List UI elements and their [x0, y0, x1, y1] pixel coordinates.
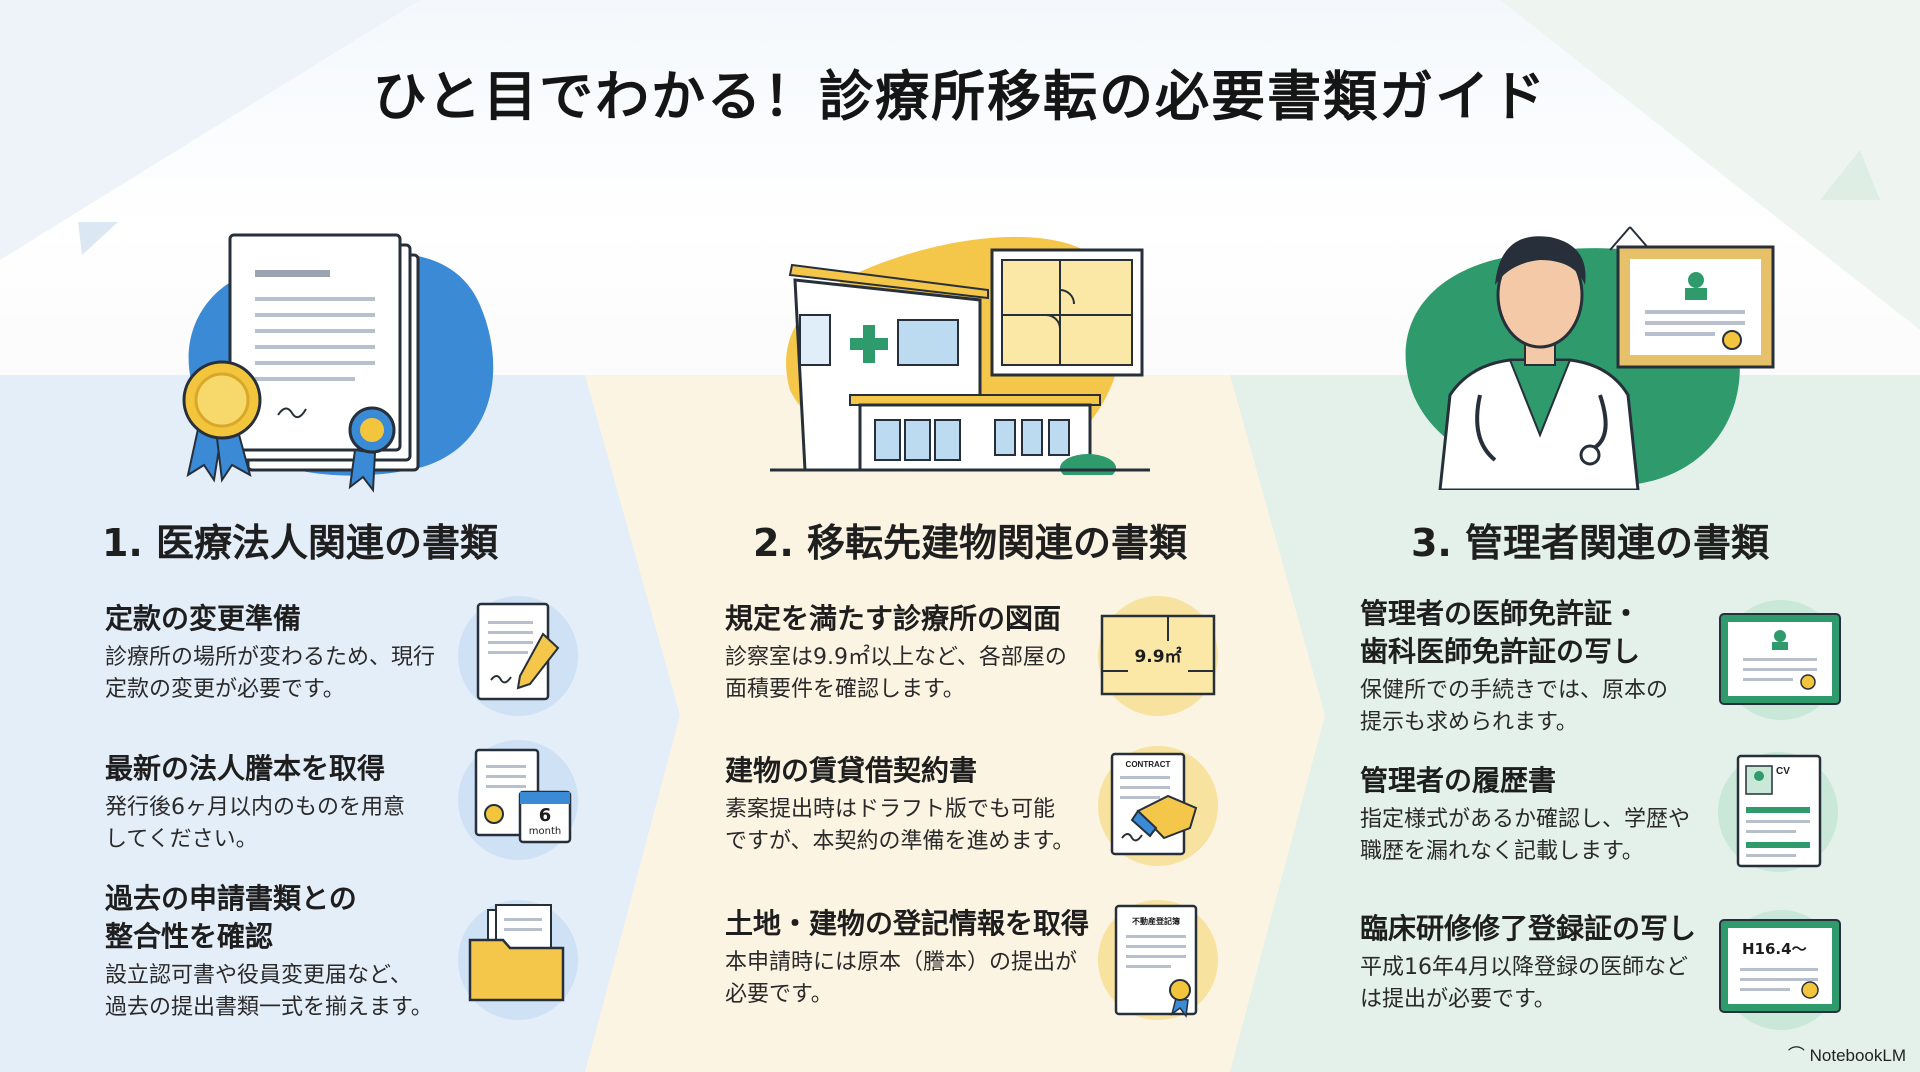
calendar-unit: month [528, 826, 562, 837]
list-item: 管理者の履歴書 指定様式があるか確認し、学歴や 職歴を漏れなく記載します。 [1360, 762, 1740, 868]
folder-documents-icon [458, 900, 578, 1020]
item-description: 発行後6ヶ月以内のものを用意 してください。 [105, 795, 405, 852]
certificate-documents-icon [182, 233, 494, 493]
item-title: 建物の賃貸借契約書 [725, 754, 978, 787]
logo-icon: ⌒ [1787, 1046, 1805, 1065]
list-item: 定款の変更準備 診療所の場所が変わるため、現行 定款の変更が必要です。 [105, 600, 465, 706]
item-title: 規定を満たす診療所の図面 [725, 602, 1062, 635]
doctor-license-icon [1405, 226, 1775, 490]
contract-label: CONTRACT [1125, 760, 1171, 769]
item-description: 診療所の場所が変わるため、現行 定款の変更が必要です。 [105, 645, 436, 702]
list-item: 規定を満たす診療所の図面 診察室は9.9㎡以上など、各部屋の 面積要件を確認しま… [725, 600, 1105, 706]
item-title: 管理者の履歴書 [1360, 764, 1557, 797]
background-decoration [0, 0, 1920, 330]
training-date-label: H16.4〜 [1742, 940, 1807, 958]
license-certificate-icon [1718, 600, 1843, 720]
column-1-heading: 1. 医療法人関連の書類 [101, 521, 499, 565]
list-item: 建物の賃貸借契約書 素案提出時はドラフト版でも可能 ですが、本契約の準備を進めま… [725, 752, 1105, 858]
registry-label: 不動産登記簿 [1132, 917, 1180, 926]
list-item: 過去の申請書類との 整合性を確認 設立認可書や役員変更届など、 過去の提出書類一… [105, 880, 465, 1024]
contract-handshake-icon: CONTRACT [1098, 746, 1218, 866]
item-description: 本申請時には原本（謄本）の提出が 必要です。 [725, 950, 1078, 1007]
registry-certificate-icon: 不動産登記簿 [1098, 900, 1218, 1020]
notebooklm-logo: ⌒ NotebookLM [1788, 1041, 1906, 1066]
item-title: 臨床研修修了登録証の写し [1360, 912, 1697, 945]
item-description: 指定様式があるか確認し、学歴や 職歴を漏れなく記載します。 [1360, 807, 1691, 864]
calendar-6month-icon: 6 month [458, 740, 578, 860]
column-2-heading: 2. 移転先建物関連の書類 [752, 521, 1188, 565]
document-signature-icon [458, 596, 578, 716]
item-description: 診察室は9.9㎡以上など、各部屋の 面積要件を確認します。 [725, 645, 1067, 702]
list-item: 臨床研修修了登録証の写し 平成16年4月以降登録の医師など は提出が必要です。 [1360, 910, 1760, 1016]
calendar-number: 6 [538, 805, 552, 826]
training-certificate-icon: H16.4〜 [1718, 910, 1843, 1030]
list-item: 管理者の医師免許証・ 歯科医師免許証の写し 保健所での手続きでは、原本の 提示も… [1360, 595, 1740, 739]
item-title: 管理者の医師免許証・ 歯科医師免許証の写し [1360, 597, 1641, 668]
item-title: 定款の変更準備 [105, 602, 302, 635]
floorplan-area-label: 9.9㎡ [1134, 647, 1182, 667]
item-description: 設立認可書や役員変更届など、 過去の提出書類一式を揃えます。 [105, 963, 433, 1020]
item-title: 土地・建物の登記情報を取得 [725, 907, 1090, 940]
column-3-heading: 3. 管理者関連の書類 [1410, 521, 1770, 565]
clinic-building-floorplan-icon [770, 236, 1150, 475]
list-item: 土地・建物の登記情報を取得 本申請時には原本（謄本）の提出が 必要です。 [725, 905, 1105, 1011]
cv-label: CV [1776, 766, 1790, 777]
item-description: 保健所での手続きでは、原本の 提示も求められます。 [1360, 678, 1669, 735]
item-description: 平成16年4月以降登録の医師など は提出が必要です。 [1360, 955, 1688, 1012]
item-title: 最新の法人謄本を取得 [105, 752, 386, 785]
logo-text: NotebookLM [1809, 1046, 1906, 1065]
page-title: ひと目でわかる！診療所移転の必要書類ガイド [372, 65, 1548, 128]
item-title: 過去の申請書類との 整合性を確認 [105, 882, 357, 953]
floorplan-icon: 9.9㎡ [1098, 596, 1218, 716]
list-item: 最新の法人謄本を取得 発行後6ヶ月以内のものを用意 してください。 [105, 750, 465, 856]
cv-resume-icon: CV [1718, 752, 1838, 872]
item-description: 素案提出時はドラフト版でも可能 ですが、本契約の準備を進めます。 [725, 797, 1075, 854]
